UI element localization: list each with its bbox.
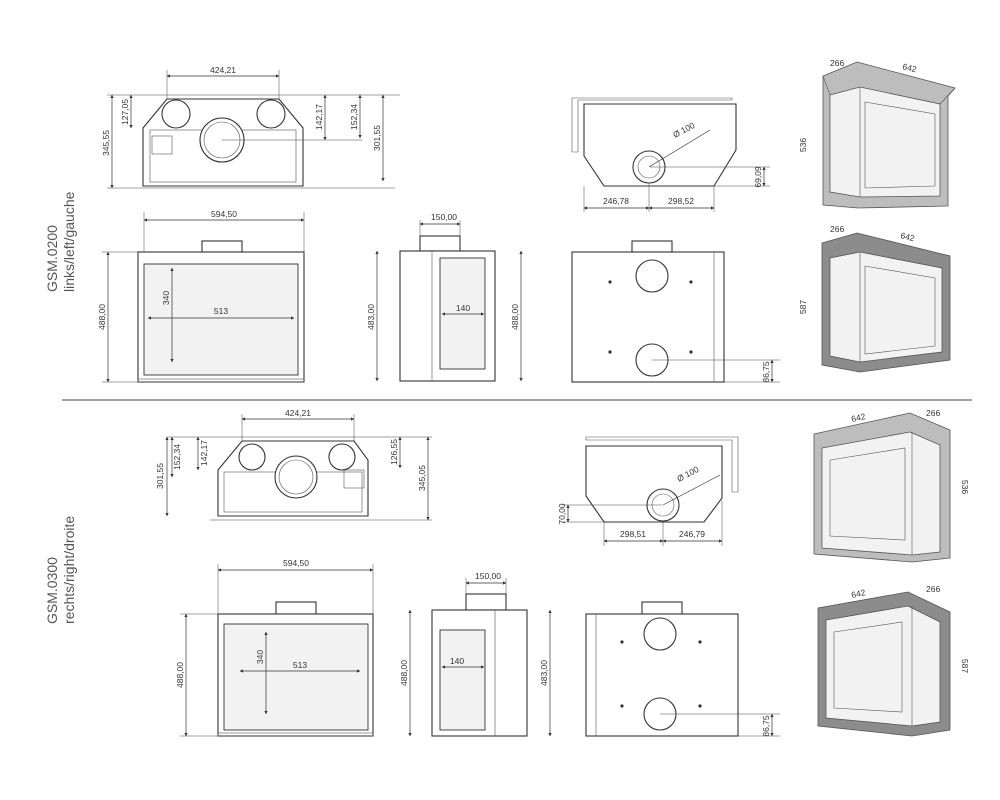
dim-label: 127,05 xyxy=(120,99,130,125)
dim-label: 246,78 xyxy=(603,196,629,206)
dim-label: 152,34 xyxy=(172,444,182,470)
perspective-view-2: 266 642 587 xyxy=(798,224,951,373)
dim-label: 266 xyxy=(926,584,940,594)
dim-label: 587 xyxy=(798,300,808,314)
dim-label: 298,52 xyxy=(668,196,694,206)
rear-view-left: 86,75 xyxy=(571,240,780,383)
dim-label: 266 xyxy=(830,58,844,68)
front-view-right: 594,50 488,00 340 513 xyxy=(175,558,374,737)
top-view-duct-right: Ø 100 298,51 246,79 70,00 xyxy=(557,436,739,546)
perspective-view-4: 642 266 587 xyxy=(817,584,970,737)
model-label-bottom: GSM.0300 rechts/right/droite xyxy=(44,516,77,624)
perspective-view-1: 266 642 536 xyxy=(798,58,956,209)
dim-label: 483,00 xyxy=(366,304,376,330)
dim-label: 642 xyxy=(850,587,866,600)
model-code: GSM.0300 xyxy=(44,557,60,624)
dim-label: 86,75 xyxy=(761,715,771,737)
dim-label: 488,00 xyxy=(399,660,409,686)
perspective-view-3: 642 266 536 xyxy=(813,408,970,563)
dim-label: 142,17 xyxy=(314,104,324,130)
top-plan-view-right: 424,21 152,34 142,17 301,55 126,55 345,0… xyxy=(155,408,432,521)
model-sides: rechts/right/droite xyxy=(61,516,77,624)
dim-label: 150,00 xyxy=(475,571,501,581)
dim-label: 340 xyxy=(255,650,265,664)
dim-label: 488,00 xyxy=(97,304,107,330)
dim-label: 142,17 xyxy=(199,440,209,466)
top-view-duct: Ø 100 246,78 298,52 69,09 xyxy=(571,97,770,212)
dim-label: 70,00 xyxy=(557,503,567,525)
dim-label: 246,79 xyxy=(679,529,705,539)
dim-label: 126,55 xyxy=(389,439,399,465)
dim-label: 298,51 xyxy=(620,529,646,539)
dim-label: 642 xyxy=(902,61,918,74)
dim-label: 642 xyxy=(900,230,916,243)
dim-label: 152,34 xyxy=(349,104,359,130)
dim-label: 587 xyxy=(960,659,970,673)
dim-label: 594,50 xyxy=(211,209,237,219)
dim-label: 140 xyxy=(456,303,470,313)
dim-label: 266 xyxy=(830,224,844,234)
dim-label: 424,21 xyxy=(210,65,236,75)
dim-label: 140 xyxy=(450,656,464,666)
dim-label: 513 xyxy=(293,660,307,670)
dim-label: 266 xyxy=(926,408,940,418)
dim-label: 340 xyxy=(161,291,171,305)
dim-label: 150,00 xyxy=(431,212,457,222)
dim-label: 483,00 xyxy=(539,660,549,686)
side-view-right: 150,00 488,00 483,00 140 xyxy=(399,571,552,737)
dim-label: 594,50 xyxy=(283,558,309,568)
dim-label: 488,00 xyxy=(175,662,185,688)
front-view-left: 594,50 488,00 340 513 xyxy=(97,209,305,383)
dim-label: 345,05 xyxy=(417,465,427,491)
dim-label: 488,00 xyxy=(510,304,520,330)
dim-label: 536 xyxy=(798,138,808,152)
model-label-top: GSM.0200 links/left/gauche xyxy=(44,191,77,292)
dim-label: 69,09 xyxy=(753,166,763,188)
rear-view-right: 86,75 xyxy=(585,601,780,737)
dim-label: 301,55 xyxy=(372,125,382,151)
side-view-left: 150,00 483,00 488,00 140 xyxy=(366,212,523,382)
dim-label: 642 xyxy=(850,411,866,424)
dim-label: 513 xyxy=(214,306,228,316)
dim-label: 424,21 xyxy=(285,408,311,418)
dim-label: 536 xyxy=(960,480,970,494)
top-plan-view-left: 424,21 345,55 127,05 142,17 152,34 301,5… xyxy=(101,65,400,189)
dim-label: 86,75 xyxy=(761,361,771,383)
model-sides: links/left/gauche xyxy=(61,191,77,292)
dim-label: 345,55 xyxy=(101,130,111,156)
dim-label: 301,55 xyxy=(155,463,165,489)
model-code: GSM.0200 xyxy=(44,225,60,292)
